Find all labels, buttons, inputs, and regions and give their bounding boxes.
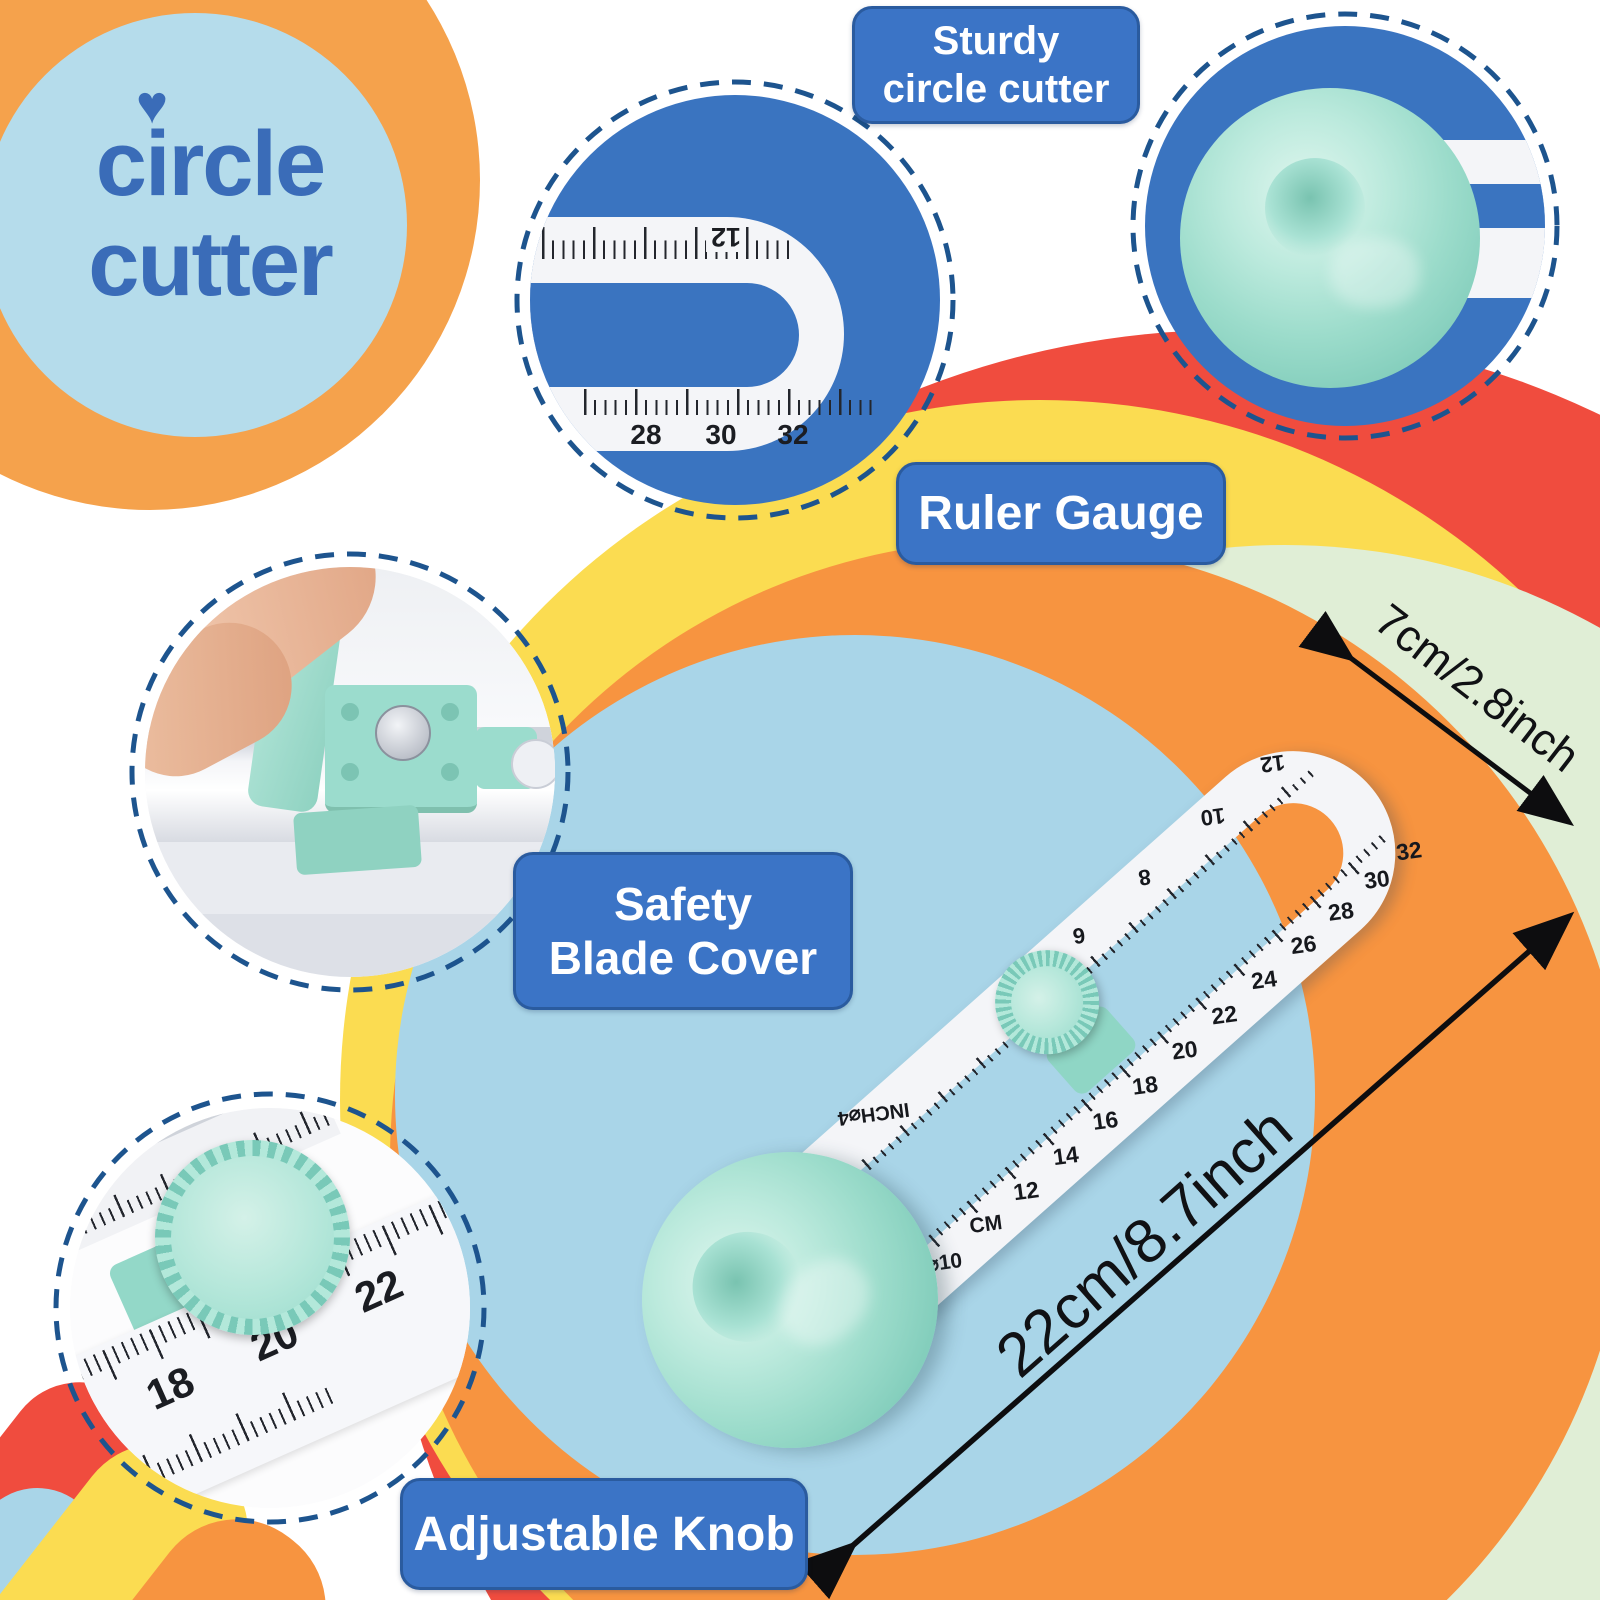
- label-text: circle cutter: [882, 67, 1110, 111]
- cm-scale-number: 20: [1170, 1035, 1200, 1065]
- cm-scale-number: 26: [1289, 929, 1318, 960]
- knob-detail-number: 18: [139, 1356, 201, 1419]
- detail-circle-safety-blade: [145, 567, 555, 977]
- ruler-gauge-number: 32: [777, 419, 809, 450]
- label-text: Blade Cover: [548, 932, 818, 984]
- ruler-gauge-number: 28: [630, 419, 662, 450]
- roller: [511, 739, 555, 789]
- blade-cover-foot: [292, 804, 423, 876]
- adjustable-knob-zoom: [155, 1140, 350, 1335]
- label-ruler-gauge: Ruler Gauge: [896, 462, 1226, 565]
- ruler-gauge-top-ticks: [542, 227, 794, 259]
- product-title-line2: cutter: [88, 213, 334, 315]
- label-safety-blade-cover: Safety Blade Cover: [513, 852, 853, 1010]
- title-blue-circle: [0, 13, 407, 437]
- label-sturdy-circle-cutter: Sturdy circle cutter: [852, 6, 1140, 124]
- label-text: Safety: [613, 878, 753, 930]
- blade-cover-stud: [441, 703, 459, 721]
- cm-scale-number: 18: [1130, 1070, 1160, 1100]
- cm-scale-number: 28: [1326, 896, 1356, 926]
- label-adjustable-knob: Adjustable Knob: [400, 1478, 808, 1590]
- screw: [375, 705, 431, 761]
- adjustable-knob-zoom-cap: [171, 1156, 334, 1319]
- detail-circle-adjustable-knob: 18 20 22: [70, 1108, 470, 1508]
- adjustable-knob-cap: [996, 951, 1098, 1054]
- cm-scale-number: 14: [1051, 1141, 1081, 1171]
- detail-circle-sturdy-cutter: [1145, 26, 1545, 426]
- ruler-gauge-number: 30: [705, 419, 737, 450]
- label-text: Ruler Gauge: [918, 487, 1204, 540]
- sturdy-detail-ball: [1180, 88, 1480, 388]
- blade-cover-stud: [441, 763, 459, 781]
- ruler-gauge-bottom-ticks: [584, 389, 874, 415]
- rail-shelf-lower: [145, 914, 555, 977]
- inch-scale-number: 10: [1199, 802, 1227, 831]
- knob-detail-ruler-ticks2: [70, 1375, 336, 1508]
- detail-circle-ruler-gauge: 12 28 30 32: [530, 95, 940, 505]
- cm-scale-number: 30: [1362, 864, 1392, 894]
- cm-scale-number: 22: [1209, 1000, 1239, 1030]
- cm-scale-number: 24: [1249, 965, 1279, 995]
- blade-cover-stud: [341, 763, 359, 781]
- inch-scale-number: 12: [1258, 749, 1287, 778]
- cm-scale-number: 12: [1011, 1176, 1041, 1206]
- cm-scale-number: 32: [1394, 836, 1424, 866]
- sturdy-ball-highlight: [1330, 238, 1420, 308]
- product-title-line1: circle: [95, 113, 326, 215]
- heart-icon: ♥: [136, 75, 169, 135]
- cm-scale-number: 16: [1090, 1105, 1120, 1135]
- label-text: Adjustable Knob: [413, 1507, 795, 1561]
- label-text: Sturdy: [932, 19, 1060, 63]
- ruler-gauge-slot: [530, 283, 799, 387]
- cm-scale-unit: CM: [968, 1210, 1004, 1239]
- blade-cover-stud: [341, 703, 359, 721]
- ruler-gauge-top-number: 12: [705, 221, 747, 252]
